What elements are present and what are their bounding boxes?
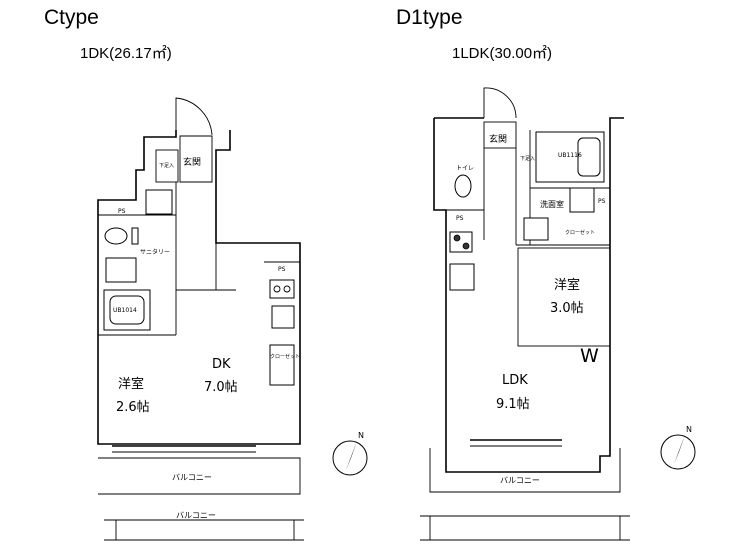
d1-balcony-label: バルコニー — [500, 476, 540, 485]
c-ps2-label: PS — [278, 266, 286, 273]
d1-ub-label: UB1116 — [558, 152, 582, 159]
d1-western-size: 3.0帖 — [550, 301, 584, 316]
d1-western-room — [517, 247, 611, 347]
d1-entrance-door — [483, 87, 517, 119]
d1-closet-label: クローゼット — [565, 229, 595, 236]
left-type-title: Ctype — [44, 6, 99, 29]
d1-entrance-box — [483, 121, 517, 149]
d1-type-floor-plan: 玄関 下足入 トイレ UB1116 洗面室 PS PS クローゼット 洋室 3.… — [420, 87, 696, 541]
c-dk-name: DK — [212, 357, 231, 372]
d1-ldk-name: LDK — [502, 373, 528, 388]
svg-text:N: N — [686, 425, 692, 434]
c-entrance-label: 玄関 — [183, 156, 201, 168]
c-sanitary-label: サニタリー — [140, 248, 170, 256]
c-shoe-box — [155, 149, 179, 183]
c-dk-size: 7.0帖 — [204, 380, 238, 395]
d1-shoebox-label: 下足入 — [520, 156, 535, 162]
c-balcony-outline — [98, 457, 301, 495]
d1-washer-box — [569, 187, 595, 213]
c-western-size: 2.6帖 — [116, 400, 150, 415]
c-entrance-box — [179, 135, 213, 183]
d1-toilet-icon — [454, 174, 472, 198]
c-closet-label: クローゼット — [270, 353, 300, 360]
c-shoebox-label: 下足入 — [159, 163, 174, 169]
d1-ps1-label: PS — [456, 215, 464, 222]
d1-kitchen-sink-icon — [449, 263, 475, 291]
right-layout-label: 1LDK(30.00㎡) — [452, 45, 553, 62]
d1-compass-icon: N — [660, 425, 696, 470]
c-sink-fixture — [145, 189, 173, 215]
left-layout-label: 1DK(26.17㎡) — [80, 45, 172, 62]
c-closet-box — [269, 344, 295, 386]
c-stove-icon — [269, 279, 295, 299]
d1-w-mark: W — [580, 345, 599, 367]
d1-outer-wall — [433, 117, 624, 473]
c-type-floor-plan: 玄関 下足入 PS PS サニタリー UB1014 クローゼット DK 7.0帖… — [97, 97, 368, 541]
c-entrance-door — [175, 97, 213, 137]
d1-entrance-label: 玄関 — [489, 133, 507, 145]
c-balcony2-label: バルコニー — [176, 511, 216, 520]
d1-washroom-label: 洗面室 — [540, 199, 564, 209]
c-outer-wall — [97, 130, 301, 445]
right-type-title: D1type — [396, 6, 463, 29]
d1-balcony-outline — [429, 448, 621, 493]
c-ub-label: UB1014 — [113, 307, 137, 314]
svg-text:N: N — [358, 431, 364, 440]
c-ps1-label: PS — [118, 208, 126, 215]
c-compass-icon: N — [332, 431, 368, 476]
d1-washbasin-icon — [523, 217, 549, 241]
c-toilet-icon — [104, 227, 128, 245]
d1-western-name: 洋室 — [554, 277, 580, 293]
d1-toilet-label: トイレ — [456, 165, 474, 172]
c-balcony1-label: バルコニー — [172, 473, 212, 482]
c-kitchen-sink-icon — [271, 305, 295, 329]
d1-stove-icon — [449, 231, 473, 253]
c-washbasin-icon — [105, 257, 137, 283]
d1-ps2-label: PS — [598, 198, 606, 205]
c-western-name: 洋室 — [118, 376, 144, 392]
d1-ldk-size: 9.1帖 — [496, 397, 530, 412]
